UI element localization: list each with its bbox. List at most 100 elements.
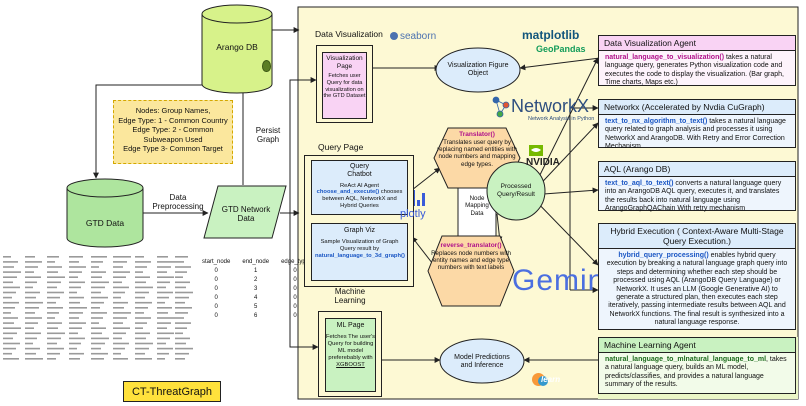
- chatbot-box[interactable]: Query Chatbot ReAct AI Agent choose_and_…: [311, 160, 408, 215]
- translator-fn: Translator(): [459, 131, 495, 138]
- raw-dataset-line: [47, 261, 55, 263]
- raw-dataset-line: [113, 312, 131, 314]
- legend-line: Nodes: Group Names,: [135, 106, 211, 115]
- raw-dataset-line: [135, 266, 147, 268]
- raw-dataset-line: [113, 332, 126, 335]
- predictions-label: Model Predictions and Inference: [454, 354, 510, 370]
- table-cell: 0: [293, 312, 297, 319]
- table-cell: 0: [214, 267, 218, 274]
- raw-dataset-line: [175, 301, 185, 304]
- graphviz-fn: natural_language_to_3d_graph(): [315, 252, 405, 259]
- nvidia-logo: NVIDIA: [526, 157, 560, 168]
- ml-page-box[interactable]: ML Page Fetches The user's Query for bui…: [325, 318, 376, 392]
- ml-agent-box: Machine Learning Agent natural_language_…: [598, 337, 796, 394]
- table-cell: 0: [293, 276, 297, 283]
- raw-dataset-line: [175, 271, 187, 273]
- arango-cylinder: [201, 4, 273, 94]
- raw-dataset-line: [25, 327, 34, 329]
- ml-page-body: Fetches The user's Query for building ML…: [326, 334, 376, 361]
- table-cell: 2: [254, 276, 258, 283]
- aql-agent-fn: text_to_aql_to_text(): [605, 180, 674, 187]
- reverse-translator-body: Replaces node numbers with entity names …: [431, 249, 511, 272]
- ml-agent-title: Machine Learning Agent: [599, 338, 795, 353]
- raw-dataset-line: [91, 296, 108, 299]
- raw-dataset-line: [157, 312, 168, 314]
- networkx-subtitle: Network Analysis in Python: [528, 116, 595, 122]
- raw-dataset-line: [175, 281, 190, 284]
- raw-dataset-line: [157, 327, 167, 329]
- raw-dataset-line: [25, 291, 40, 294]
- aql-agent-body: text_to_aql_to_text() converts a natural…: [599, 177, 795, 217]
- chatbot-body-2: chooses between AQL, NetworkX and Hybrid…: [322, 189, 403, 209]
- raw-dataset-line: [113, 358, 128, 360]
- legend-line: Edge Type 3- Common Target: [123, 144, 223, 154]
- raw-dataset-line: [135, 358, 152, 360]
- raw-dataset-line: [3, 307, 15, 309]
- legend-line: Edge Type: 2 - Common: [132, 125, 214, 135]
- raw-dataset-line: [3, 281, 13, 284]
- raw-dataset-line: [91, 352, 108, 355]
- ml-page-title: ML Page: [336, 322, 365, 329]
- raw-dataset-line: [157, 347, 173, 350]
- raw-dataset-line: [175, 256, 188, 258]
- raw-dataset-line: [157, 261, 175, 263]
- viz-agent-title: Data Visualization Agent: [599, 36, 795, 51]
- reverse-translator-hexagon: [427, 235, 515, 307]
- viz-page-box[interactable]: Visualization Page Fetches user Query fo…: [322, 52, 367, 119]
- raw-dataset-line: [69, 332, 78, 335]
- viz-agent-fn: natural_language_to_visualization(): [605, 54, 725, 61]
- raw-dataset-line: [25, 307, 39, 309]
- raw-dataset-line: [157, 256, 168, 258]
- seaborn-icon: [390, 32, 398, 40]
- raw-dataset-line: [25, 342, 33, 345]
- seaborn-text: seaborn: [400, 31, 437, 42]
- raw-dataset-line: [157, 352, 169, 355]
- chatbot-fn: choose_and_execute(): [316, 189, 380, 196]
- seaborn-logo: seaborn: [390, 31, 436, 42]
- raw-dataset-line: [135, 347, 149, 350]
- raw-dataset-line: [113, 276, 126, 278]
- raw-dataset-line: [135, 271, 143, 273]
- raw-dataset-line: [157, 301, 165, 304]
- reverse-translator-fn: reverse_translator(): [440, 242, 502, 249]
- table-cell: 0: [214, 276, 218, 283]
- raw-dataset-line: [175, 332, 183, 335]
- table-row: 0 2 0: [196, 275, 315, 284]
- raw-dataset-line: [175, 296, 189, 299]
- table-cell: 0: [293, 267, 297, 274]
- gemini-logo: Gemini: [512, 264, 614, 297]
- raw-dataset-line: [157, 286, 166, 289]
- networkx-logo: NetworkX: [511, 96, 590, 116]
- table-cell: 0: [293, 303, 297, 310]
- raw-dataset-line: [175, 342, 186, 345]
- raw-dataset-line: [69, 337, 85, 340]
- raw-dataset-line: [69, 261, 79, 263]
- sklearn-logo: learn: [532, 372, 566, 390]
- raw-dataset-line: [69, 342, 81, 345]
- raw-dataset-line: [135, 342, 153, 345]
- raw-dataset-line: [3, 291, 16, 294]
- chatbot-body-1: ReAct AI Agent: [340, 182, 379, 189]
- graphviz-box[interactable]: Graph Viz Sample Visualization of Graph …: [311, 223, 408, 281]
- gtd-data-label: GTD Data: [85, 218, 125, 228]
- raw-dataset-line: [25, 317, 42, 319]
- aql-agent-text: converts a natural language query into a…: [605, 180, 782, 213]
- raw-dataset-line: [157, 358, 165, 360]
- raw-dataset-line: [3, 327, 21, 329]
- raw-dataset-line: [47, 286, 57, 289]
- raw-dataset-line: [91, 337, 109, 340]
- raw-dataset-line: [113, 266, 123, 268]
- raw-dataset-line: [47, 271, 58, 273]
- raw-dataset-line: [25, 281, 37, 284]
- raw-dataset-line: [91, 347, 101, 350]
- graphviz-body: Sample Visualization of Graph Query resu…: [320, 239, 399, 253]
- translator-text: Translator() Translates user query by re…: [437, 131, 517, 168]
- viz-agent-box: Data Visualization Agent natural_languag…: [598, 35, 796, 86]
- raw-dataset-line: [157, 337, 170, 340]
- raw-dataset-line: [3, 347, 16, 350]
- table-cell: 0: [214, 312, 218, 319]
- networkx-agent-text: takes a natural language query related t…: [605, 118, 786, 151]
- raw-dataset-line: [91, 291, 101, 294]
- raw-dataset-line: [25, 256, 35, 258]
- raw-dataset-line: [175, 347, 193, 350]
